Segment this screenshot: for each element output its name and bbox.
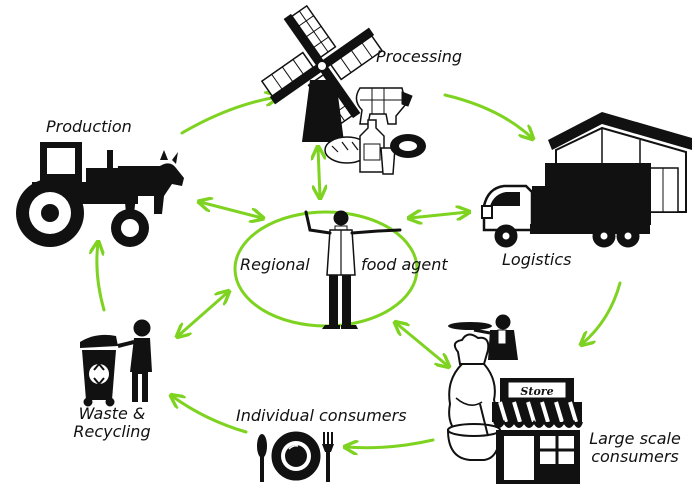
recycling-bin-person-icon — [80, 319, 152, 407]
arrow-agent-logistics — [410, 212, 468, 218]
logistics-label: Logistics — [502, 250, 572, 269]
cycle-arrows — [97, 93, 622, 448]
arrow-processing-to-logistics — [443, 93, 532, 138]
truck-and-warehouse-icon — [481, 112, 692, 248]
arrow-agent-processing — [318, 148, 320, 197]
arrow-waste-to-production — [97, 243, 104, 312]
plate-fork-knife-icon — [257, 431, 334, 482]
agent-label-right: food agent — [361, 255, 448, 274]
arrow-agent-production — [200, 202, 262, 218]
waste-recycling-label: Waste & Recycling — [62, 405, 162, 441]
individual-consumers-label: Individual consumers — [236, 406, 407, 425]
large-scale-label-line1: Large scale — [589, 429, 681, 448]
arrow-production-to-processing — [180, 97, 277, 135]
waste-label-line2: Recycling — [73, 422, 151, 441]
chef-waiter-store-icon: Store — [446, 314, 583, 484]
person-pointing-icon — [304, 210, 402, 329]
agent-label-left: Regional — [240, 255, 310, 274]
store-sign-text: Store — [520, 385, 553, 398]
arrow-agent-waste — [178, 292, 228, 336]
arrow-large-scale-to-individual — [346, 438, 435, 448]
arrow-logistics-to-large-scale — [582, 281, 622, 344]
waste-label-line1: Waste & — [78, 404, 146, 423]
large-scale-label-line2: consumers — [591, 447, 679, 466]
arrow-agent-large-scale — [396, 323, 448, 366]
tractor-with-cow-icon — [16, 142, 184, 247]
production-label: Production — [46, 117, 132, 136]
windmill-and-food-products-icon — [260, 4, 426, 175]
arrow-individual-to-waste — [172, 396, 248, 434]
agent-arrows — [178, 148, 468, 366]
processing-label: Processing — [376, 47, 463, 66]
large-scale-label: Large scale consumers — [580, 430, 690, 466]
